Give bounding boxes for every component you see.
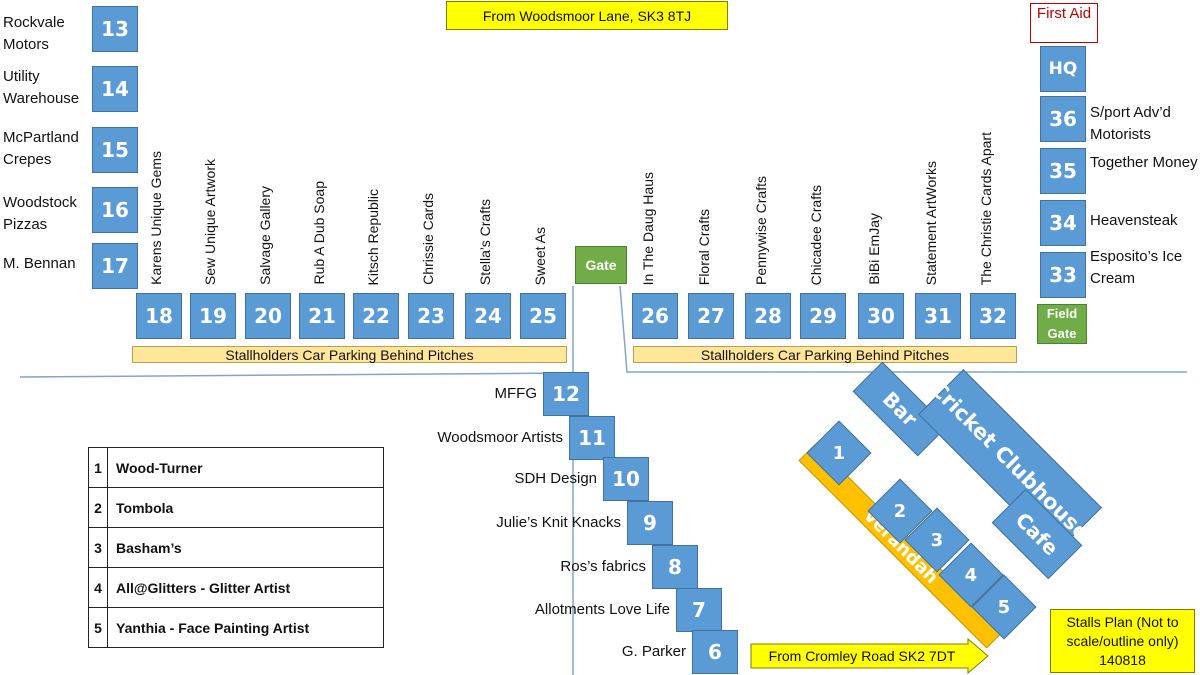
cromley-road-arrow (750, 638, 989, 674)
plan-note: Stalls Plan (Not to scale/outline only) … (1050, 609, 1195, 673)
stall-label-32: The Christie Cards Apart (978, 131, 994, 285)
stall-box-16: 16 (92, 187, 138, 233)
stall-label-9: Julie’s Knit Knacks (496, 514, 621, 531)
verandah-stall-label-5: 5 (997, 596, 1011, 618)
stall-label-31: Statement ArtWorks (923, 160, 939, 285)
stall-box-26: 26 (632, 293, 678, 339)
legend-number: 3 (88, 527, 108, 568)
stall-box-22: 22 (353, 293, 399, 339)
stall-label-13: Rockvale Motors (3, 14, 65, 53)
stall-label-30: BiBi EmJay (866, 213, 882, 285)
stall-label-8: Ros’s fabrics (560, 558, 646, 575)
stall-box-30: 30 (858, 293, 904, 339)
stall-box-15: 15 (92, 127, 138, 173)
legend-name: Basham’s (107, 527, 384, 568)
stall-label-23: Chrissie Cards (420, 193, 436, 285)
stall-label-21: Rub A Dub Soap (311, 181, 327, 285)
hq-box: HQ (1040, 46, 1086, 92)
stall-label-29: Chicadee Crafts (808, 184, 824, 285)
stall-label-34: Heavensteak (1090, 212, 1178, 229)
stall-label-14: Utility Warehouse (3, 68, 80, 107)
parking-strip-right: Stallholders Car Parking Behind Pitches (633, 346, 1017, 363)
stall-box-18: 18 (136, 293, 182, 339)
gate: Gate (575, 246, 627, 284)
stall-box-7: 7 (676, 588, 722, 632)
parking-strip-left: Stallholders Car Parking Behind Pitches (132, 346, 567, 363)
stall-box-35: 35 (1040, 148, 1086, 194)
stall-label-20: Salvage Gallery (257, 186, 273, 285)
stall-box-8: 8 (652, 545, 698, 589)
stall-box-27: 27 (688, 293, 734, 339)
stall-box-33: 33 (1040, 252, 1086, 298)
field-boundary-left (19, 372, 574, 378)
stall-box-23: 23 (408, 293, 454, 339)
legend-name: All@Glitters - Glitter Artist (107, 567, 384, 608)
verandah-stall-label-3: 3 (930, 529, 944, 551)
cromley-road-entrance: From Cromley Road SK2 7DT (768, 648, 956, 664)
stall-label-6: G. Parker (621, 643, 686, 660)
stall-box-12: 12 (543, 372, 589, 416)
stall-box-34: 34 (1040, 200, 1086, 246)
stall-label-28: Pennywise Crafts (753, 176, 769, 285)
stall-box-25: 25 (520, 293, 566, 339)
stall-label-36: S/port Adv’d Motorists (1090, 104, 1171, 143)
stall-box-9: 9 (627, 501, 673, 545)
legend-number: 5 (88, 607, 108, 648)
stall-box-24: 24 (465, 293, 511, 339)
stall-label-26: In The Daug Haus (640, 171, 656, 285)
legend-number: 2 (88, 487, 108, 528)
verandah-stall-label-1: 1 (832, 442, 846, 464)
first-aid-box: First Aid (1030, 3, 1098, 43)
stall-box-31: 31 (915, 293, 961, 339)
stall-box-13: 13 (92, 6, 138, 52)
stall-label-35: Together Money (1090, 154, 1198, 171)
stall-label-25: Sweet As (532, 226, 548, 285)
legend-name: Yanthia - Face Painting Artist (107, 607, 384, 648)
field-gate: Field Gate (1037, 304, 1087, 344)
stall-label-16: Woodstock Pizzas (3, 194, 77, 233)
stall-label-12: MFFG (494, 385, 538, 402)
stall-box-20: 20 (245, 293, 291, 339)
stall-box-28: 28 (745, 293, 791, 339)
stall-box-36: 36 (1040, 96, 1086, 142)
legend-name: Tombola (107, 487, 384, 528)
legend-number: 4 (88, 567, 108, 608)
stall-label-33: Esposito’s Ice Cream (1090, 248, 1183, 287)
stall-box-6: 6 (692, 630, 738, 674)
stall-box-11: 11 (569, 416, 615, 460)
stall-label-7: Allotments Love Life (534, 601, 670, 618)
stall-label-11: Woodsmoor Artists (437, 429, 563, 446)
stall-label-15: McPartland Crepes (3, 129, 79, 168)
verandah-stall-label-4: 4 (964, 564, 978, 586)
stall-box-29: 29 (800, 293, 846, 339)
stall-box-19: 19 (190, 293, 236, 339)
stall-box-21: 21 (299, 293, 345, 339)
stall-label-27: Floral Crafts (696, 208, 712, 285)
stall-box-17: 17 (92, 243, 138, 289)
verandah-stall-label-2: 2 (893, 500, 907, 522)
stall-label-24: Stella’s Crafts (477, 198, 493, 285)
woodsmoor-lane-entrance: From Woodsmoor Lane, SK3 8TJ (446, 1, 728, 30)
stall-label-22: Kitsch Republic (365, 188, 381, 286)
stall-box-10: 10 (603, 457, 649, 501)
stall-label-19: Sew Unique Artwork (202, 158, 218, 285)
field-boundary-right (619, 285, 1187, 373)
legend-name: Wood-Turner (107, 447, 384, 488)
legend-number: 1 (88, 447, 108, 488)
stall-label-17: M. Bennan (3, 255, 76, 272)
stall-box-32: 32 (970, 293, 1016, 339)
stall-label-18: Karens Unique Gems (148, 151, 164, 285)
stall-label-10: SDH Design (514, 470, 597, 487)
stall-box-14: 14 (92, 66, 138, 112)
